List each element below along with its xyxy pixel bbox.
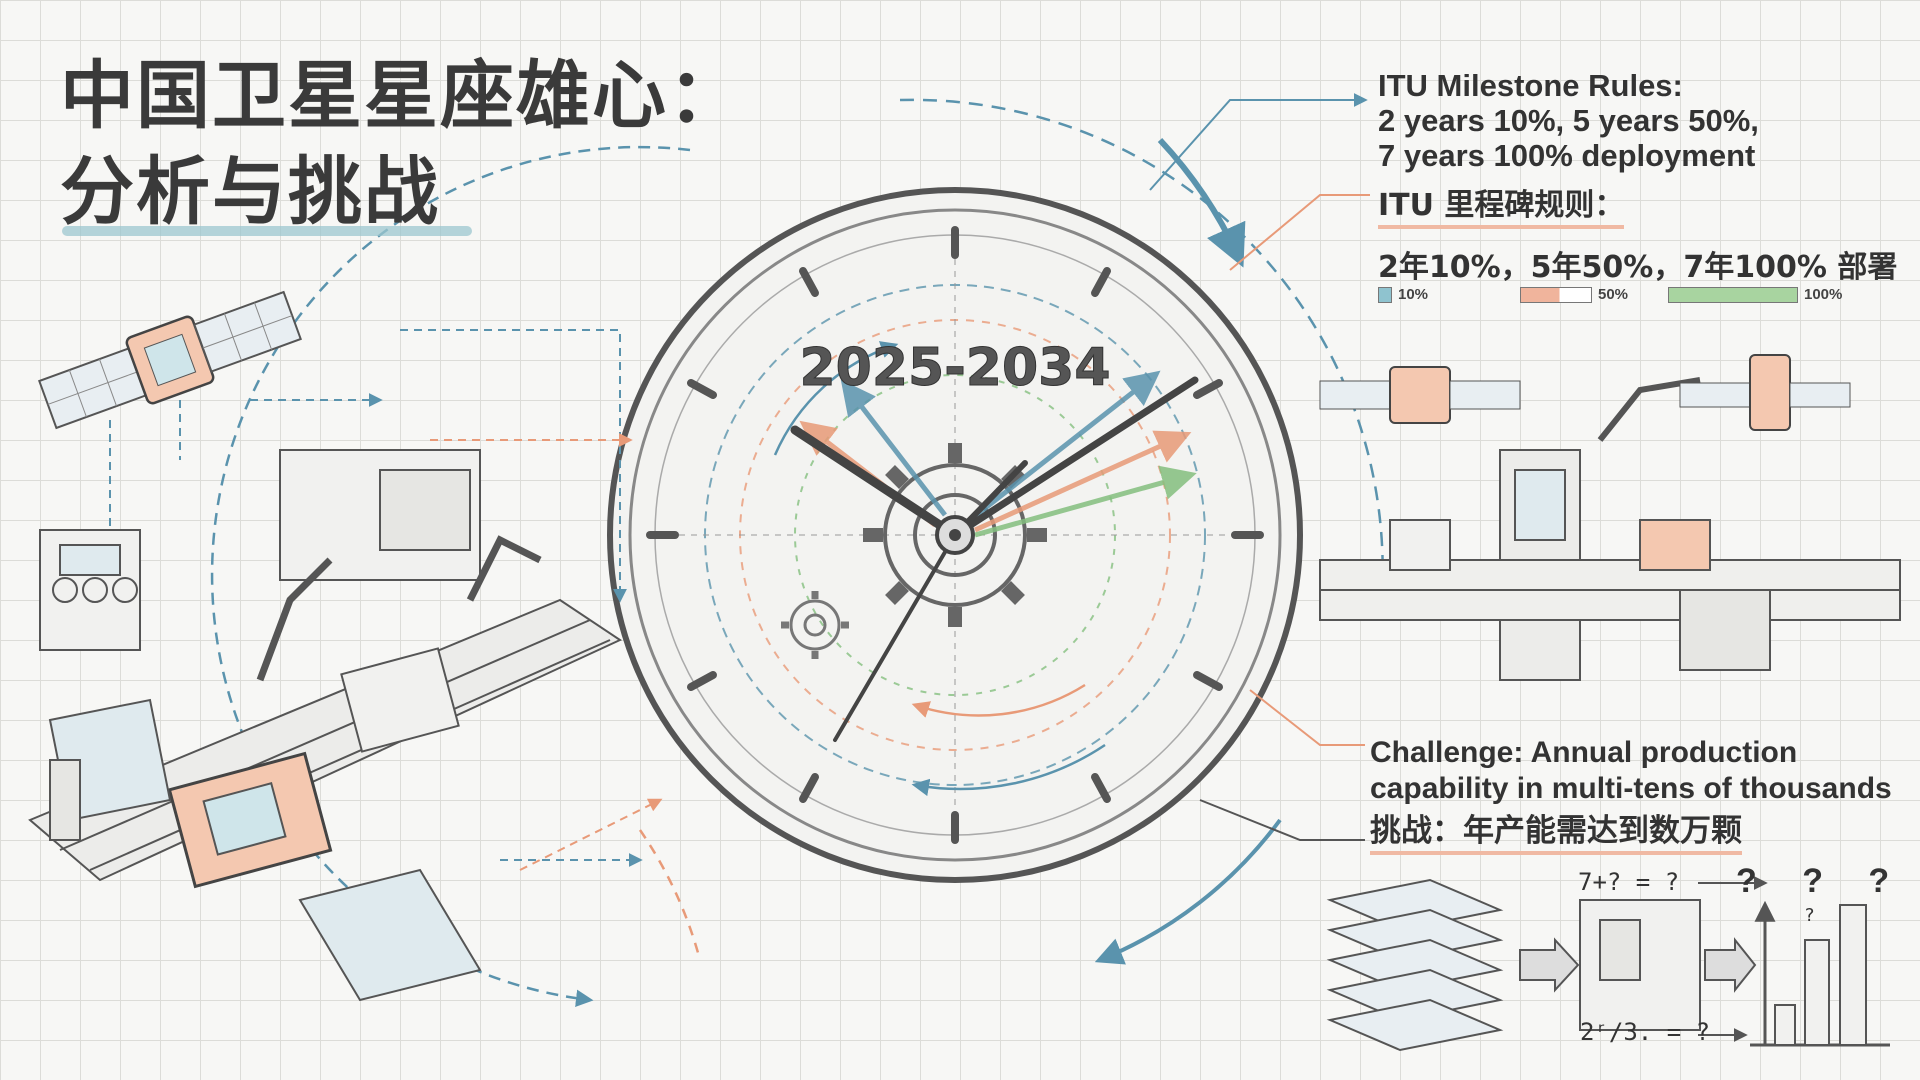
gear-icon [863, 443, 1047, 627]
itu-rules-panel: ITU Milestone Rules: 2 years 10%, 5 year… [1378, 68, 1898, 287]
production-math-sketch [1326, 876, 1890, 1052]
page-title: 中国卫星星座雄心： 分析与挑战 [60, 48, 744, 240]
satellite-stack-icon [1326, 878, 1504, 1052]
itu-rules-en-line-1: 2 years 10%, 5 years 50%, [1378, 103, 1759, 138]
satellite-icon [38, 290, 302, 430]
question-marks: ? ? ? [1736, 862, 1908, 900]
callout-lines [1149, 93, 1370, 841]
itu-rules-en-line-2: 7 years 100% deployment [1378, 138, 1756, 173]
itu-rules-en-title: ITU Milestone Rules: [1378, 68, 1683, 103]
legend-label-100: 100% [1804, 286, 1843, 303]
challenge-en-line-1: Challenge: Annual production [1370, 736, 1798, 769]
legend-50: 50% [1520, 286, 1628, 303]
clock [607, 187, 1303, 883]
mini-question: ? [1804, 905, 1815, 926]
itu-rules-zh-title: ITU 里程碑规则： [1378, 187, 1625, 229]
challenge-en-line-2: capability in multi-tens of thousands [1370, 772, 1892, 805]
title-line-2: 分析与挑战 [60, 149, 440, 235]
title-line-1: 中国卫星星座雄心： [60, 53, 744, 139]
legend-10: 10% [1378, 286, 1428, 303]
legend-swatch-100 [1668, 286, 1798, 303]
challenge-panel: Challenge: Annual production capability … [1370, 735, 1910, 855]
small-gear-icon [781, 591, 849, 659]
challenge-zh: 挑战：年产能需达到数万颗 [1370, 813, 1742, 855]
legend-label-10: 10% [1398, 286, 1429, 303]
equation-bottom: 2ʳ/3. = ? [1580, 1018, 1711, 1046]
legend-100: 100% [1668, 286, 1842, 303]
legend-swatch-50 [1520, 286, 1592, 303]
legend-swatch-10 [1378, 286, 1392, 303]
legend-label-50: 50% [1598, 286, 1629, 303]
satellite-icon [1679, 354, 1851, 431]
left-factory-sketch [28, 449, 623, 1002]
satellite-icon [1319, 366, 1521, 424]
equation-top: 7+? = ? [1578, 868, 1680, 896]
right-factory-sketch [1319, 377, 1901, 681]
itu-rules-zh-line: 2年10%，5年50%，7年100% 部署 [1378, 250, 1898, 285]
title-underline [62, 226, 472, 236]
